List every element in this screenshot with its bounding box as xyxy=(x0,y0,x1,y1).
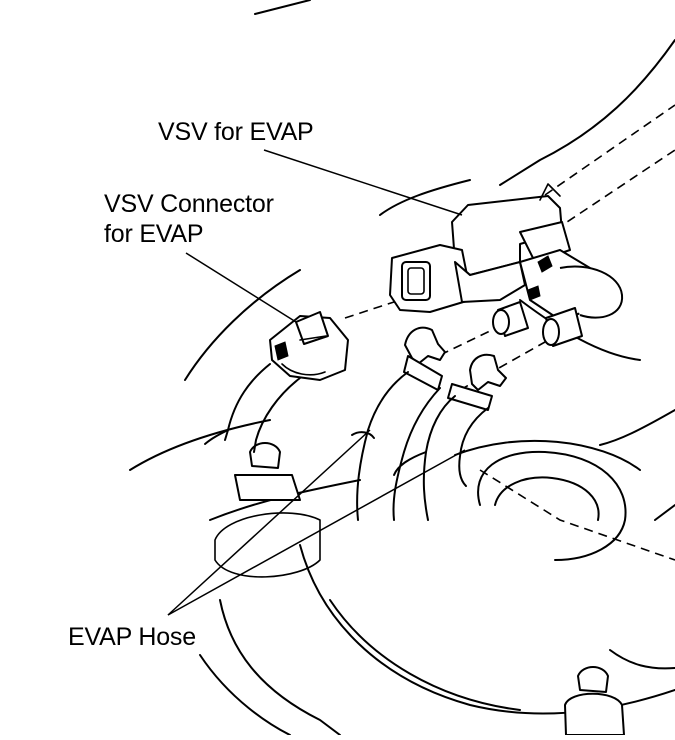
evap-hose-left xyxy=(351,326,446,521)
vsv-valve xyxy=(389,183,624,347)
vsv-connector-label-line1: VSV Connector xyxy=(104,190,274,218)
evap-hose-right xyxy=(393,353,507,521)
vsv-connector-label-line2: for EVAP xyxy=(104,220,204,248)
engine-body-outline xyxy=(129,0,675,736)
vsv-connector xyxy=(204,311,349,453)
evap-hose-label: EVAP Hose xyxy=(68,623,196,651)
leader-lines xyxy=(167,149,466,616)
engine-studs xyxy=(214,442,625,736)
vsv-for-evap-label: VSV for EVAP xyxy=(158,118,314,146)
